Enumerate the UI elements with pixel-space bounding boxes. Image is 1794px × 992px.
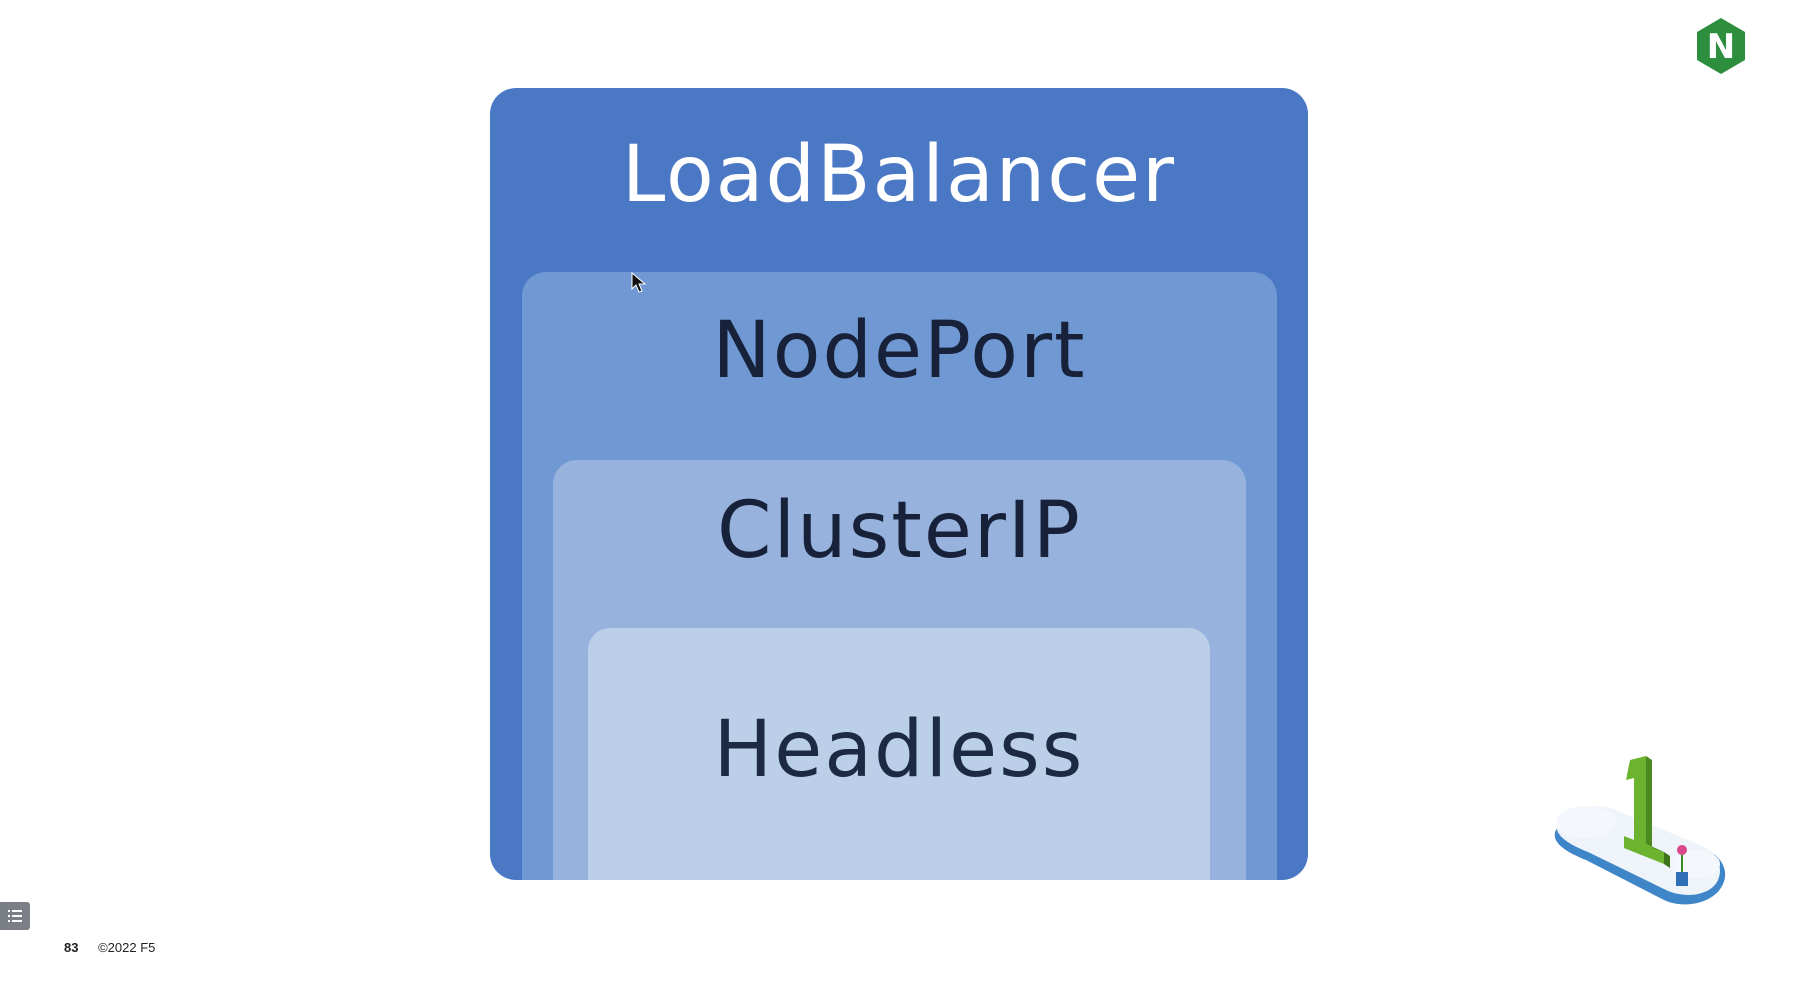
mouse-pointer-icon: [631, 271, 647, 294]
slide-footer: 83 ©2022 F5: [64, 940, 155, 955]
nginx-logo-icon: N: [1694, 16, 1748, 76]
clusterip-label: ClusterIP: [717, 486, 1082, 576]
headless-box: Headless: [588, 628, 1210, 880]
list-icon[interactable]: [0, 902, 30, 930]
loadbalancer-label: LoadBalancer: [621, 130, 1177, 220]
cloud-number-one-icon: [1546, 752, 1746, 910]
nodeport-label: NodePort: [712, 306, 1087, 396]
logo-letter: N: [1707, 27, 1735, 67]
copyright-text: ©2022 F5: [98, 940, 156, 955]
headless-label: Headless: [713, 705, 1085, 795]
slide-number: 83: [64, 940, 79, 955]
